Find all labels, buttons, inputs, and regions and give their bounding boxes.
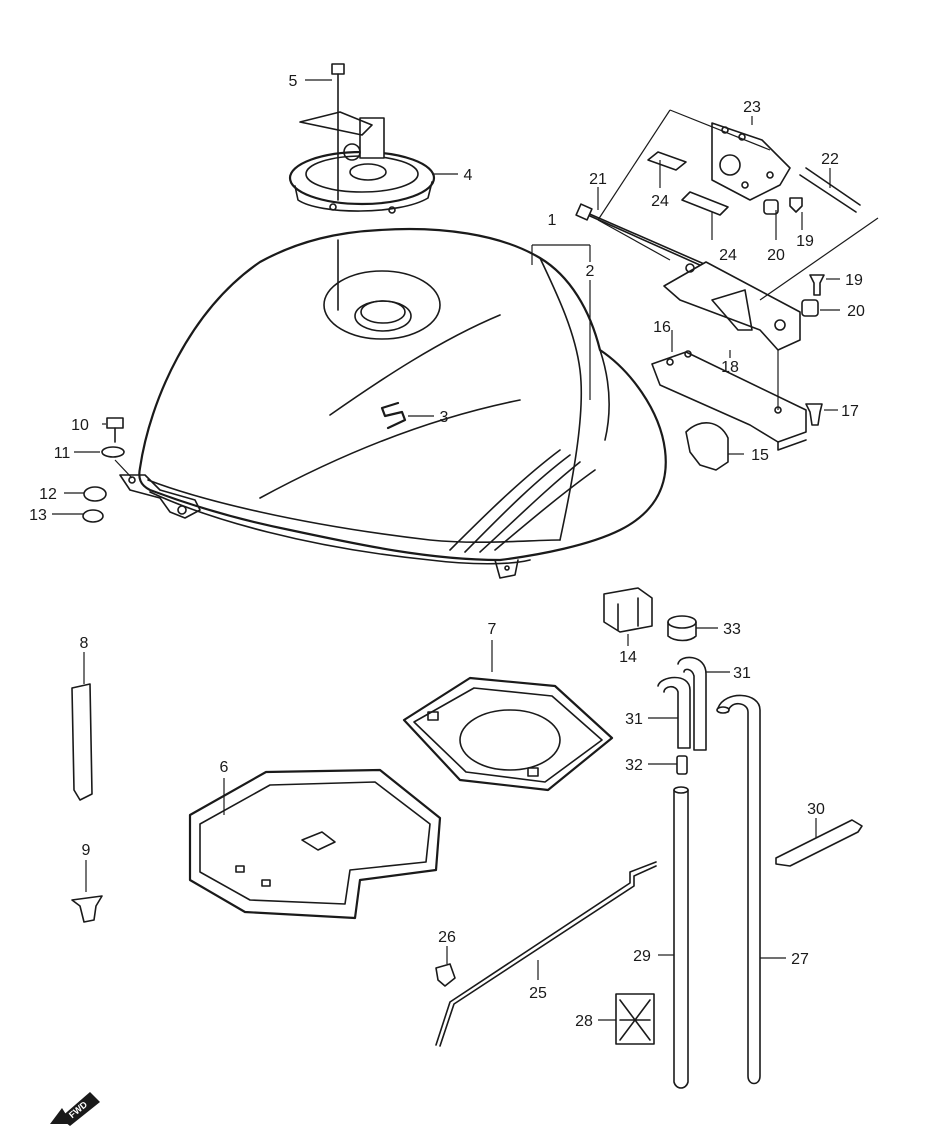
callout-17: 17 <box>841 403 859 420</box>
callout-8: 8 <box>80 635 89 652</box>
callout-32: 32 <box>625 757 643 774</box>
hose-27 <box>716 694 761 1085</box>
fuel-line-25 <box>435 861 657 1047</box>
callout-27: 27 <box>791 951 809 968</box>
clip-9 <box>71 860 103 923</box>
label-28 <box>615 993 655 1045</box>
callout-22: 22 <box>821 151 839 168</box>
joint-32 <box>676 755 688 775</box>
callout-19-top: 19 <box>796 233 814 250</box>
callout-9: 9 <box>82 842 91 859</box>
callout-10: 10 <box>71 417 89 434</box>
side-fasteners <box>82 417 133 523</box>
callout-33: 33 <box>723 621 741 638</box>
callout-12: 12 <box>39 486 57 503</box>
callout-25: 25 <box>529 985 547 1002</box>
callout-21: 21 <box>589 171 607 188</box>
callout-26: 26 <box>438 929 456 946</box>
clamp-26 <box>435 963 456 987</box>
callout-4: 4 <box>464 167 473 184</box>
callout-16: 16 <box>653 319 671 336</box>
emblem-s-icon <box>380 401 407 430</box>
callout-28: 28 <box>575 1013 593 1030</box>
hose-29 <box>673 786 689 1089</box>
callout-11: 11 <box>54 445 71 462</box>
callout-20-top: 20 <box>767 247 785 264</box>
forward-direction-badge: FWD <box>50 1092 100 1126</box>
callout-7: 7 <box>488 621 497 638</box>
fuel-tank <box>119 227 667 579</box>
callout-31-lower: 31 <box>625 711 643 728</box>
callout-18: 18 <box>721 359 739 376</box>
callout-31-upper: 31 <box>733 665 751 682</box>
strap-8 <box>71 652 93 801</box>
callouts: 1 2 3 4 5 6 7 8 9 10 11 12 13 14 15 16 1… <box>29 73 865 1030</box>
callout-2: 2 <box>586 263 595 280</box>
plate-7 <box>402 676 614 792</box>
callout-5: 5 <box>289 73 298 90</box>
callout-19-right: 19 <box>845 272 863 289</box>
callout-30: 30 <box>807 801 825 818</box>
callout-24-bottom: 24 <box>719 247 737 264</box>
callout-23: 23 <box>743 99 761 116</box>
callout-1: 1 <box>548 212 557 229</box>
callout-24-left: 24 <box>651 193 669 210</box>
leader-lines <box>52 79 840 1021</box>
callout-6: 6 <box>220 759 229 776</box>
callout-3: 3 <box>440 409 449 426</box>
fuel-filler-cap <box>288 111 436 214</box>
callout-14: 14 <box>619 649 637 666</box>
rear-bracket-assembly <box>575 109 879 451</box>
callout-29: 29 <box>633 948 651 965</box>
callout-20-right: 20 <box>847 303 865 320</box>
cap-33 <box>667 615 697 642</box>
bolt-5 <box>331 63 345 311</box>
hose-31 <box>657 656 707 751</box>
callout-13: 13 <box>29 507 47 524</box>
damper-15 <box>685 422 729 471</box>
heat-shield-6 <box>188 768 442 920</box>
callout-15: 15 <box>751 447 769 464</box>
grommet-14 <box>603 587 653 633</box>
bracket-30 <box>775 819 863 867</box>
